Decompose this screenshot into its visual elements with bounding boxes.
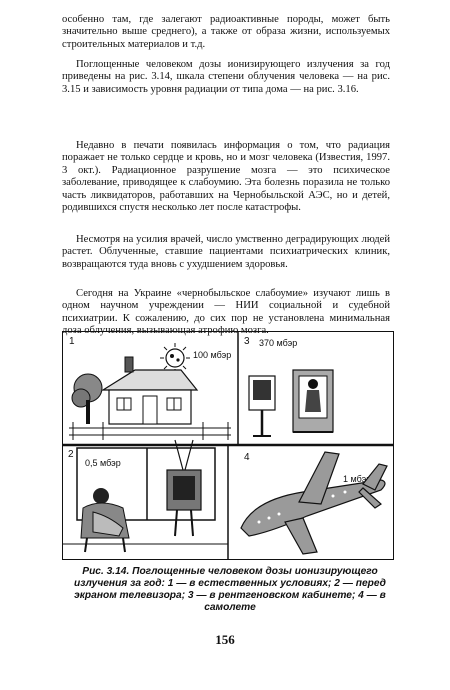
panel-3-number: 3	[244, 336, 250, 347]
tv-icon	[166, 439, 202, 537]
paragraph-text: Сегодня на Украине «чернобыльское слабоу…	[62, 288, 390, 337]
house-icon	[100, 356, 199, 425]
panel-4-number: 4	[244, 452, 250, 463]
panel-4-dose: 1 мбэр	[343, 474, 371, 484]
xray-machine-icon	[248, 375, 276, 437]
paragraph-text: Недавно в печати появилась информация о …	[62, 140, 390, 214]
paragraph: Недавно в печати появилась информация о …	[62, 140, 390, 214]
person-in-chair-icon	[80, 488, 130, 553]
paragraph-continued: особенно там, где залегают радиоактивные…	[62, 14, 390, 51]
figure-caption: Рис. 3.14. Поглощенные человеком дозы ио…	[74, 566, 386, 613]
panel-3-xray: 3 370 мбэр	[244, 336, 334, 437]
figure-illustration: 1 100 мбэр	[63, 332, 393, 559]
sun-icon	[160, 343, 190, 373]
paragraph: Сегодня на Украине «чернобыльское слабоу…	[62, 288, 390, 338]
panel-2-tv: 2 0,5 мбэр	[63, 439, 228, 553]
xray-cabinet-icon	[292, 369, 334, 433]
paragraph: Поглощенные человеком дозы ионизирующего…	[62, 59, 390, 96]
panel-2-dose: 0,5 мбэр	[85, 458, 121, 468]
figure-radiation-doses: 1 100 мбэр	[62, 331, 394, 560]
paragraph-text: особенно там, где залегают радиоактивные…	[62, 14, 390, 50]
windows-row	[257, 490, 347, 524]
panel-1-house: 1 100 мбэр	[69, 336, 231, 440]
page-number: 156	[215, 632, 235, 647]
paragraph: Несмотря на усилия врачей, число умствен…	[62, 234, 390, 271]
paragraph-text: Поглощенные человеком дозы ионизирующего…	[62, 59, 390, 95]
paragraph-text: Несмотря на усилия врачей, число умствен…	[62, 234, 390, 270]
tree-icon	[71, 373, 103, 424]
panel-3-dose: 370 мбэр	[259, 338, 297, 348]
airplane-icon	[240, 451, 388, 555]
panel-1-dose: 100 мбэр	[193, 350, 231, 360]
fence-icon	[69, 422, 231, 440]
panel-2-number: 2	[68, 449, 74, 460]
panel-4-airplane: 4 1 мбэр	[240, 451, 388, 555]
panel-1-number: 1	[69, 336, 75, 347]
